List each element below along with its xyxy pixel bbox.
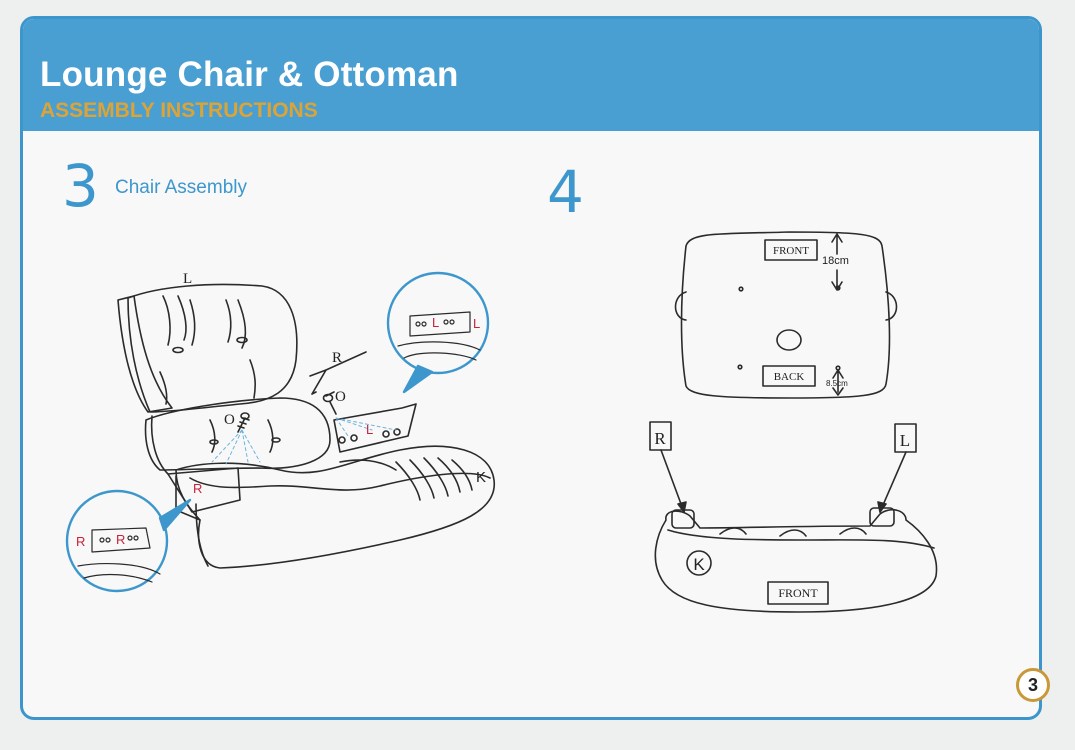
screw-right xyxy=(325,391,337,415)
marker-k-step4: K xyxy=(693,555,705,574)
l-arrow-line xyxy=(879,451,907,513)
dim-arrow-small xyxy=(832,369,844,396)
seat-illustration xyxy=(649,421,938,613)
marker-r-step4: R xyxy=(654,429,666,448)
bracket-hole xyxy=(338,436,346,444)
r-arrow-line xyxy=(660,449,685,513)
seat-front-box xyxy=(767,581,829,605)
front-label-box xyxy=(764,239,818,261)
marker-l-red: L xyxy=(366,422,373,437)
marker-l: L xyxy=(183,271,192,287)
front-label: FRONT xyxy=(773,245,809,257)
seat-right-plate xyxy=(869,507,895,527)
lower-shell xyxy=(150,415,169,475)
marker-r-red: R xyxy=(193,481,202,496)
seat-top xyxy=(339,459,397,471)
seat-outline xyxy=(654,508,938,613)
seat-shell xyxy=(175,475,209,567)
marker-k: K xyxy=(476,469,486,486)
backrest-shell xyxy=(117,295,173,413)
lower-button xyxy=(209,439,219,445)
panel-tabs xyxy=(674,291,898,321)
seat-k-circle xyxy=(686,550,712,576)
screw-head-right xyxy=(322,393,334,403)
zoom-top-l-inner: L xyxy=(432,315,439,330)
seat-base xyxy=(175,445,495,569)
zoom-bottom-r-inner: R xyxy=(116,532,125,547)
dimension-8-5cm: 8.5cm xyxy=(826,379,848,388)
bracket-hole xyxy=(382,430,390,438)
lower-cushion xyxy=(144,397,331,471)
seat-front-edge xyxy=(667,529,935,549)
screw-left xyxy=(237,417,250,433)
panel-dot xyxy=(737,364,743,370)
seat-front-label: FRONT xyxy=(778,586,818,600)
lower-button-2 xyxy=(271,437,281,443)
arm-bracket xyxy=(333,403,417,453)
seat-creases xyxy=(395,457,473,501)
panel-hole xyxy=(776,329,802,351)
lower-creases xyxy=(209,419,274,453)
backrest-button-2 xyxy=(236,336,248,344)
dim-arrow-up xyxy=(831,233,843,255)
guide-lines xyxy=(211,417,397,465)
screw-head-left xyxy=(240,412,250,420)
ottoman-panel xyxy=(674,231,898,399)
zoom-bottom-pointer xyxy=(158,498,192,532)
wrench-long xyxy=(325,351,367,371)
seat-edge xyxy=(189,472,491,491)
page-title: Lounge Chair & Ottoman xyxy=(40,55,459,94)
instruction-sheet: Lounge Chair & Ottoman ASSEMBLY INSTRUCT… xyxy=(20,16,1042,720)
dim-arrow-down xyxy=(831,269,843,291)
zoom-top xyxy=(386,271,490,375)
left-arm-bracket xyxy=(167,467,241,513)
zoom-callouts xyxy=(65,271,490,593)
wrench xyxy=(309,369,327,395)
page-number-badge: 3 xyxy=(1016,668,1050,702)
zoom-bottom-r-outer: R xyxy=(76,534,85,549)
backrest-button xyxy=(172,346,184,354)
l-arrow-head xyxy=(877,501,887,513)
backrest-creases-3 xyxy=(159,359,256,405)
page-subtitle: ASSEMBLY INSTRUCTIONS xyxy=(40,99,318,122)
step-3-label: Chair Assembly xyxy=(115,177,247,198)
backrest-cushion xyxy=(127,283,298,413)
marker-o-right: O xyxy=(335,389,346,405)
back-label-box xyxy=(762,365,816,387)
zoom-bottom-content xyxy=(77,527,161,583)
step-3-number: 3 xyxy=(62,152,99,220)
bracket-hole xyxy=(350,434,358,442)
marker-l-step4: L xyxy=(900,431,910,450)
back-label: BACK xyxy=(774,371,805,383)
zoom-top-l-outer: L xyxy=(473,316,480,331)
backrest-creases xyxy=(162,295,196,346)
zoom-top-content xyxy=(397,311,481,361)
seat-creases xyxy=(719,527,867,537)
marker-wrench-r: R xyxy=(332,350,342,366)
step-4-number: 4 xyxy=(547,158,584,226)
r-arrow-head xyxy=(677,501,687,513)
panel-dot xyxy=(738,286,744,292)
panel-outline xyxy=(680,231,891,399)
bracket-hole xyxy=(393,428,401,436)
marker-o-left: O xyxy=(224,412,235,428)
zoom-top-pointer xyxy=(402,364,434,394)
header-banner: Lounge Chair & Ottoman ASSEMBLY INSTRUCT… xyxy=(23,19,1039,131)
dimension-18cm: 18cm xyxy=(822,255,849,267)
backrest-creases-2 xyxy=(225,299,247,349)
zoom-bottom xyxy=(65,489,169,593)
